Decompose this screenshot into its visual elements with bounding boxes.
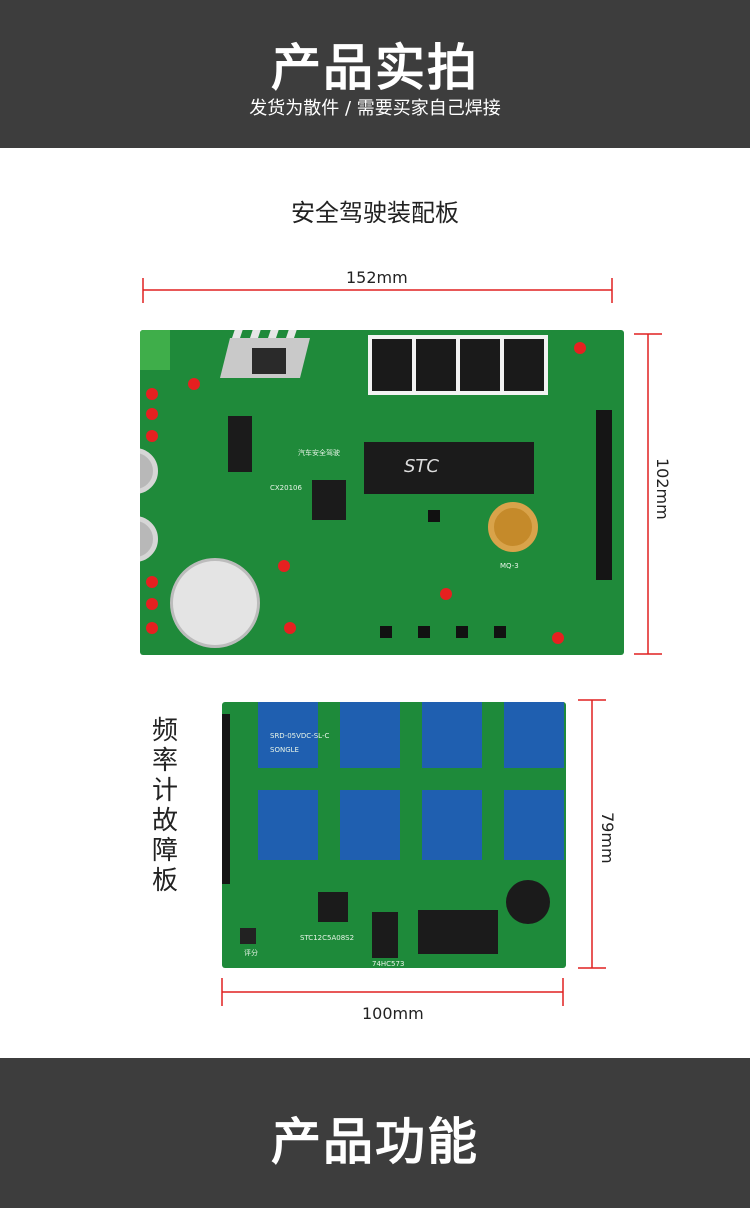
- board2-width-label: 100mm: [362, 1004, 424, 1023]
- board2-height-label: 79mm: [598, 812, 617, 864]
- heatsink: [220, 330, 310, 378]
- mcu-chip: STC: [364, 442, 534, 494]
- ic-left: [228, 416, 252, 472]
- header-title: 产品实拍: [271, 39, 479, 97]
- pin-header: [596, 410, 612, 580]
- header-banner: 产品实拍 发货为散件 / 需要买家自己焊接: [0, 0, 750, 148]
- relay-array: [240, 702, 564, 958]
- seven-segment-display: [368, 335, 548, 395]
- footer-title: 产品功能: [271, 1113, 479, 1171]
- header-subtitle: 发货为散件 / 需要买家自己焊接: [249, 98, 501, 119]
- board1-pcb-photo: STC CX20106 汽车安全驾驶 MQ-3: [140, 330, 624, 655]
- board1-width-label: 152mm: [346, 268, 408, 287]
- gas-sensor: [488, 502, 538, 552]
- footer-banner: 产品功能: [0, 1058, 750, 1208]
- board1-title: 安全驾驶装配板: [291, 199, 459, 227]
- board2-side-label: 频率计故障板: [151, 716, 178, 896]
- board2-pcb-photo: SRD-05VDC-SL-C SONGLE STC12C5A08S2 74HC5…: [222, 702, 566, 968]
- motor-fan: [170, 558, 260, 648]
- module-ic: [312, 480, 346, 520]
- pin-header-left: [222, 714, 230, 884]
- led-indicators: [146, 342, 586, 644]
- board1-height-label: 102mm: [653, 458, 672, 520]
- terminal-block: [140, 330, 170, 370]
